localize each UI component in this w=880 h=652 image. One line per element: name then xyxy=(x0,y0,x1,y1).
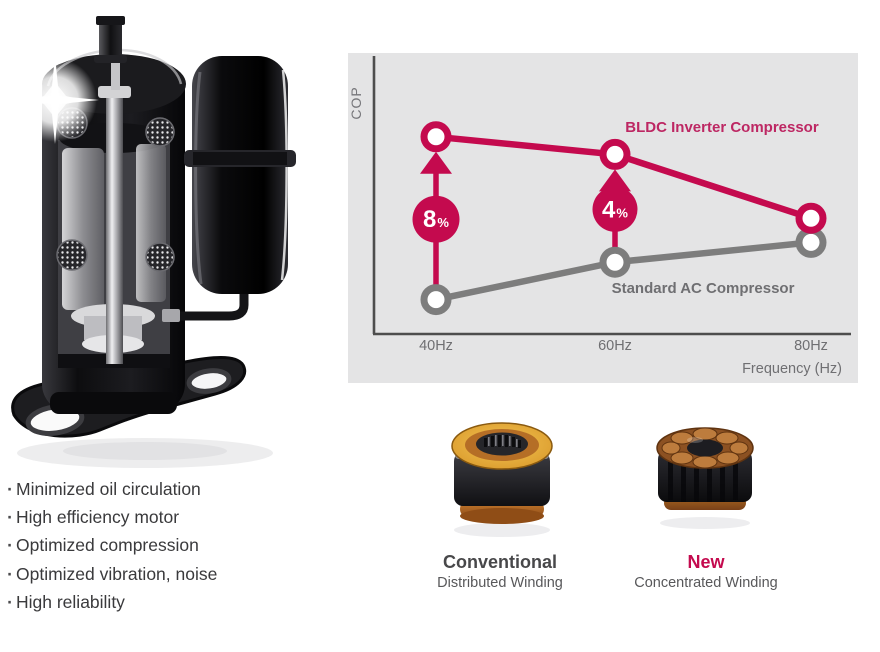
standard-marker xyxy=(795,226,827,258)
coil-bumps xyxy=(661,427,749,469)
new-title: New xyxy=(687,552,725,572)
badge-8-percent: 8% xyxy=(412,195,460,243)
compressor-cutaway-illustration xyxy=(11,16,296,468)
floor-reflection xyxy=(17,438,273,468)
y-axis-label: COP xyxy=(348,86,364,119)
feature-text: Optimized vibration, noise xyxy=(16,563,218,584)
feature-text: Minimized oil circulation xyxy=(16,479,201,499)
badge-1: 4% xyxy=(592,186,638,232)
conventional-title: Conventional xyxy=(442,552,557,572)
bldc-marker xyxy=(599,138,631,170)
feature-list: · Minimized oil circulation · High effic… xyxy=(4,479,334,620)
stator-teeth xyxy=(484,435,521,448)
new-caption: New Concentrated Winding xyxy=(596,551,816,593)
stator-pins xyxy=(488,435,518,447)
feature-text: Optimized compression xyxy=(16,535,199,556)
conventional-winding-image xyxy=(451,422,553,537)
bldc-series-label: BLDC Inverter Compressor xyxy=(625,119,819,136)
badge-0: 8% xyxy=(412,195,460,243)
new-subtitle: Concentrated Winding xyxy=(634,575,778,591)
list-item: · Minimized oil circulation xyxy=(4,479,334,507)
shadow xyxy=(660,517,750,529)
feature-text: High efficiency motor xyxy=(16,507,180,528)
svg-text:8%: 8% xyxy=(423,206,449,233)
bullet-icon: · xyxy=(7,479,13,499)
feature-text: High reliability xyxy=(16,591,125,612)
standard-series-label: Standard AC Compressor xyxy=(612,280,795,297)
glint xyxy=(687,437,703,443)
conventional-subtitle: Distributed Winding xyxy=(437,575,563,591)
svg-text:4%: 4% xyxy=(602,196,628,223)
badge-4-percent: 4% xyxy=(592,186,638,232)
accumulator-tank xyxy=(162,56,296,322)
standard-marker xyxy=(599,246,631,278)
bullet-icon: · xyxy=(7,535,13,556)
compressor-shaft xyxy=(98,62,131,364)
bullet-icon: · xyxy=(7,591,13,612)
x-axis-title: Frequency (Hz) xyxy=(742,361,842,377)
lamination-slots xyxy=(668,452,738,502)
arrow-head-1 xyxy=(599,169,631,192)
standard-marker xyxy=(420,284,452,316)
standard-markers xyxy=(420,226,827,316)
bullet-icon: · xyxy=(7,507,13,528)
x-tick-label: 40Hz xyxy=(419,338,453,354)
arrow-head-0 xyxy=(420,151,452,174)
x-tick-label: 80Hz xyxy=(794,338,828,354)
x-tick-label: 60Hz xyxy=(598,338,632,354)
shadow xyxy=(454,523,550,537)
bldc-marker xyxy=(420,121,452,153)
bldc-marker xyxy=(795,202,827,234)
cop-frequency-chart: COP 8% 4% xyxy=(348,53,858,383)
list-item: · Optimized vibration, noise xyxy=(4,564,334,592)
bullet-icon: · xyxy=(7,563,13,584)
new-winding-image xyxy=(656,427,754,529)
bldc-markers xyxy=(420,121,827,234)
list-item: · High efficiency motor xyxy=(4,507,334,535)
sparkle-flare-icon xyxy=(11,56,99,144)
conventional-caption: Conventional Distributed Winding xyxy=(390,551,610,593)
list-item: · High reliability xyxy=(4,592,334,620)
discharge-pipe xyxy=(94,16,127,63)
list-item: · Optimized compression xyxy=(4,535,334,563)
